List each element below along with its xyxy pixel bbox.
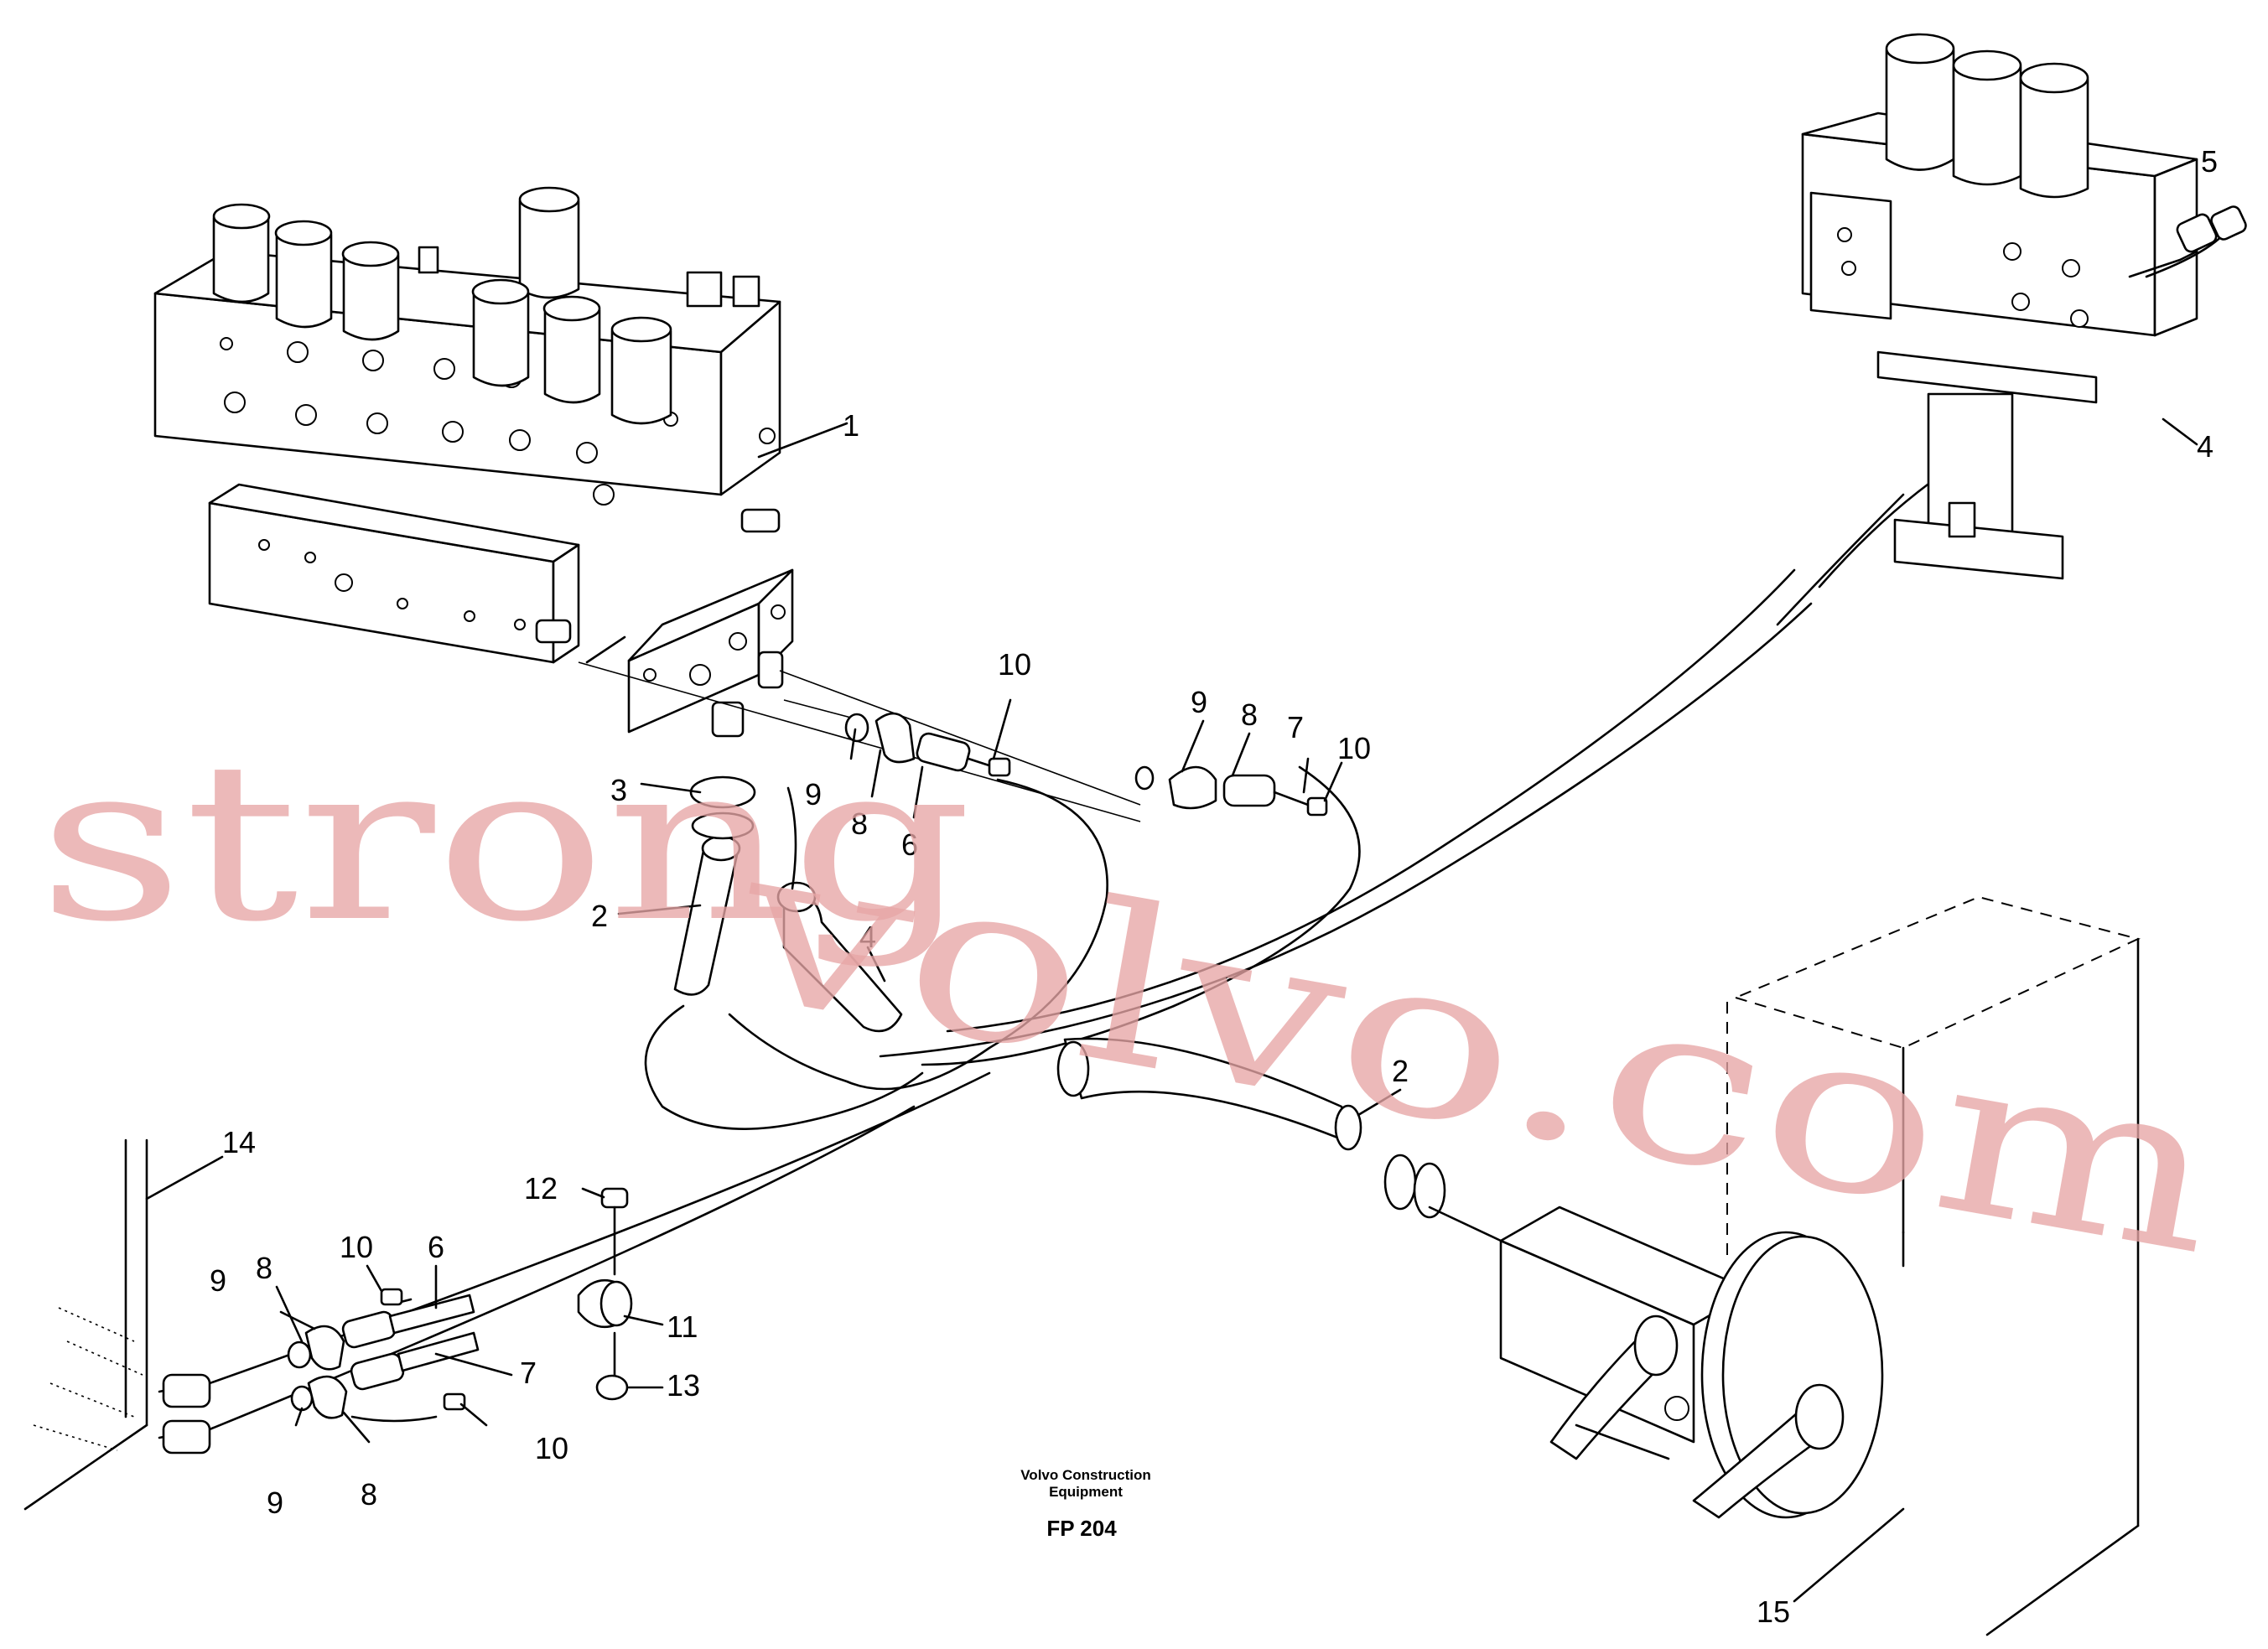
callout-4-right: 4 [2197, 429, 2214, 464]
caption-line-1: Volvo Construction [1020, 1467, 1151, 1483]
callout-9-upper-left: 9 [805, 777, 822, 812]
hoses [158, 476, 1938, 1439]
callout-2-lower: 2 [1392, 1054, 1409, 1088]
callout-6-lower: 6 [428, 1230, 444, 1264]
watermark-line-2: volvo.com [719, 795, 2237, 1304]
watermark: strong volvo.com [38, 717, 2237, 1304]
callout-11: 11 [667, 1309, 698, 1344]
callout-9-upper-right: 9 [1191, 685, 1207, 719]
tank-pump [1499, 895, 2141, 1636]
callout-8-upper-right: 8 [1241, 697, 1258, 732]
callout-labels: 1 5 4 10 9 8 7 10 3 9 8 6 2 4 2 14 12 10… [210, 144, 2218, 1629]
upper-fittings-right [1134, 765, 1328, 817]
callout-2-upper: 2 [591, 899, 608, 933]
callout-7-upper: 7 [1287, 710, 1304, 744]
main-control-valve [153, 186, 781, 664]
callout-4-left: 4 [859, 920, 876, 954]
callout-3: 3 [610, 773, 627, 807]
solenoid-caps [212, 186, 760, 425]
callout-6-upper: 6 [901, 827, 918, 862]
callout-14: 14 [222, 1125, 256, 1159]
distribution-block [585, 568, 794, 738]
callout-15: 15 [1757, 1595, 1790, 1629]
clamp-hardware [577, 1187, 633, 1401]
callout-1: 1 [843, 408, 859, 443]
callout-7-lower: 7 [520, 1356, 537, 1390]
callout-10-upper-left: 10 [998, 647, 1031, 682]
frame [23, 1138, 211, 1511]
callout-12: 12 [524, 1171, 558, 1206]
callout-10-lower-top: 10 [340, 1230, 373, 1264]
callout-10-lower-bottom: 10 [535, 1431, 568, 1465]
callout-9-lower-bottom: 9 [267, 1486, 283, 1520]
figure-number: FP 204 [1046, 1516, 1117, 1541]
callout-5: 5 [2201, 144, 2218, 179]
caption-line-2: Equipment [1049, 1484, 1123, 1500]
watermark-line-1: strong [38, 717, 973, 970]
callout-8-lower-bottom: 8 [361, 1477, 377, 1512]
callout-10-upper-right: 10 [1337, 731, 1371, 765]
callout-8-lower-top: 8 [256, 1251, 272, 1285]
lower-fittings [287, 1288, 480, 1423]
upper-fittings-left [844, 712, 1011, 777]
callout-9-lower-top: 9 [210, 1263, 226, 1298]
callout-13: 13 [667, 1368, 700, 1403]
pilot-valve [1801, 33, 2247, 580]
figure-caption: Volvo Construction Equipment FP 204 [1020, 1467, 1151, 1541]
leader-lines [145, 250, 2198, 1603]
callout-8-upper-left: 8 [851, 806, 868, 841]
